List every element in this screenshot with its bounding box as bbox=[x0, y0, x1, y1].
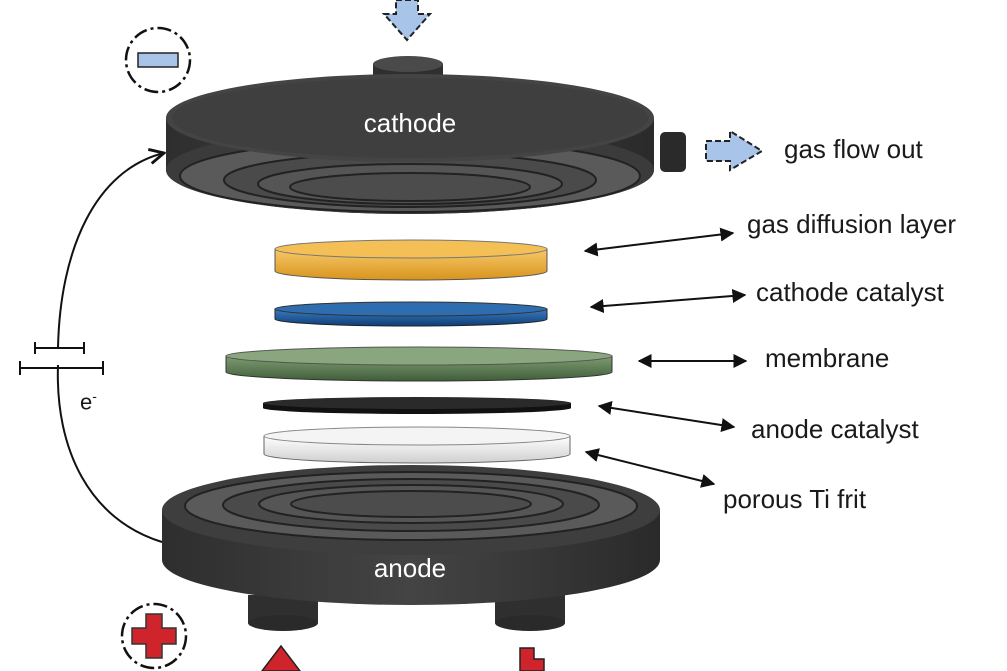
porous-ti-frit-layer bbox=[263, 426, 571, 464]
gas-diffusion-layer bbox=[274, 239, 548, 281]
electron-label: e- bbox=[80, 389, 97, 413]
external-circuit bbox=[19, 153, 164, 543]
porous-ti-frit-label: porous Ti frit bbox=[723, 484, 867, 514]
cathode-catalyst-leader-arrow bbox=[589, 289, 747, 313]
anode-catalyst-layer bbox=[263, 397, 571, 414]
anode-plate bbox=[162, 465, 660, 631]
gas-out-arrow-icon bbox=[705, 129, 764, 172]
cathode-catalyst-layer bbox=[274, 301, 548, 327]
electron-symbol: e bbox=[80, 389, 93, 415]
water-in-arrow-icon bbox=[261, 644, 301, 671]
anode-catalyst-label: anode catalyst bbox=[751, 414, 919, 444]
anode-label: anode bbox=[373, 553, 447, 583]
gdl-leader-arrow bbox=[583, 227, 735, 257]
cathode-catalyst-label: cathode catalyst bbox=[756, 277, 944, 307]
cathode-label: cathode bbox=[363, 108, 457, 138]
frit-leader-arrow bbox=[584, 448, 716, 488]
gas-in-arrow-icon bbox=[381, 0, 433, 42]
electron-charge: - bbox=[92, 388, 97, 404]
minus-icon bbox=[124, 26, 192, 94]
outlet-arrow-icon bbox=[519, 647, 545, 671]
gas-flow-out-label: gas flow out bbox=[784, 134, 923, 164]
cathode-plate bbox=[166, 56, 686, 214]
plus-icon bbox=[120, 602, 188, 670]
gas-diffusion-layer-label: gas diffusion layer bbox=[747, 209, 957, 239]
membrane-layer bbox=[225, 346, 613, 382]
anode-catalyst-leader-arrow bbox=[597, 401, 736, 432]
membrane-label: membrane bbox=[765, 343, 890, 373]
